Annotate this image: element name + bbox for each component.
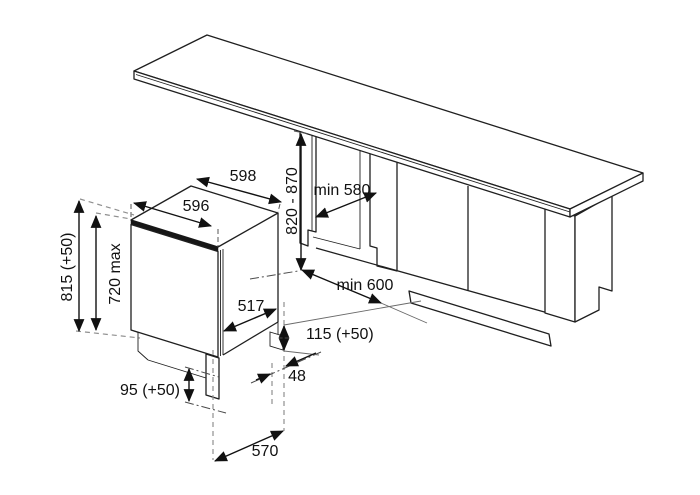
dim-niche-depth: [314, 192, 378, 218]
dishwasher-unit: [130, 185, 284, 400]
unit-front-foot: [205, 353, 220, 400]
worktop: [133, 34, 644, 218]
cabinet-plinth: [408, 290, 552, 347]
cabinet-end-panel-front: [544, 206, 576, 323]
label-body-height: 720 max: [107, 243, 124, 304]
label-niche-depth: min 580: [314, 182, 371, 199]
label-width-front: 596: [183, 198, 210, 215]
unit-base-bottom-edge: [147, 359, 207, 379]
label-overall-height: 815 (+50): [59, 233, 76, 302]
kitchen-cabinet: [299, 122, 613, 347]
dim-width-rear: [195, 176, 283, 205]
label-width-rear: 598: [230, 168, 257, 185]
dim-depth-top: [223, 308, 277, 332]
label-depth-overall: 570: [252, 443, 279, 460]
dim-depth-overall: [214, 430, 284, 462]
dim-niche-width: [301, 269, 382, 304]
dim-door-offset-b: [285, 352, 317, 367]
cabinet-bottom-edge: [315, 247, 549, 314]
dimension-labels: 815 (+50) 720 max 820 - 870 598 596 min …: [59, 167, 394, 460]
label-niche-width: min 600: [337, 277, 394, 294]
worktop-end-face: [569, 172, 644, 218]
dim-width-front: [132, 201, 213, 228]
niche-floor-back-edge: [312, 236, 361, 250]
dim-door-offset-a: [255, 373, 271, 384]
dimension-lines: [73, 132, 382, 462]
projection-lines: [75, 130, 428, 460]
label-rear-clearance: 115 (+50): [306, 326, 374, 343]
label-plinth-height: 95 (+50): [120, 382, 180, 399]
unit-base-left: [130, 329, 149, 361]
unit-door-face: [130, 223, 219, 358]
niche-right-panel: [369, 146, 398, 272]
label-niche-height: 820 - 870: [284, 167, 301, 235]
label-depth-top: 517: [238, 298, 265, 315]
unit-rear-foot: [269, 331, 284, 351]
label-door-offset: 48: [288, 368, 306, 385]
cabinet-end-panel-side: [574, 194, 613, 323]
